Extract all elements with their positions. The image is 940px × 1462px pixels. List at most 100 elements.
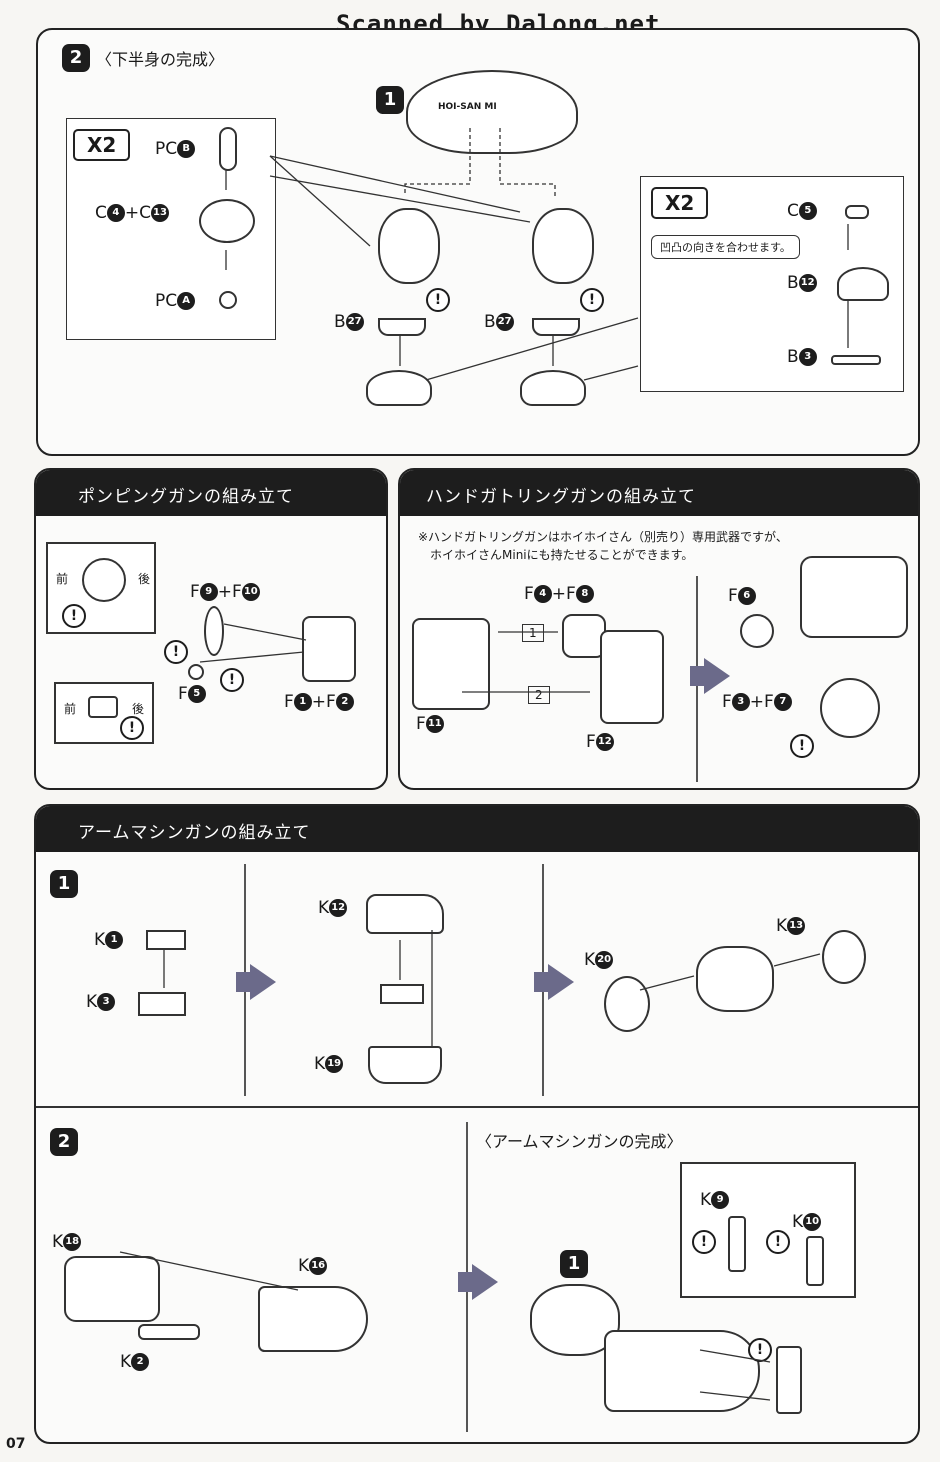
- hip-assembly-left: [378, 208, 440, 284]
- part-f11-frame: [412, 618, 490, 710]
- part-f5-pin: [188, 664, 204, 680]
- next-arrow: [548, 964, 574, 1000]
- warning-icon: !: [426, 288, 450, 312]
- divider: [36, 1106, 918, 1108]
- part-k1k3-assembly: [380, 984, 424, 1004]
- multiplier-x2: X2: [73, 129, 131, 161]
- shoe-left: [366, 370, 432, 406]
- front-label: 前: [56, 572, 69, 586]
- part-b12-shoe: [837, 267, 889, 301]
- part-b27-right: [532, 318, 580, 336]
- step-2-badge: 2: [62, 44, 90, 72]
- hand-gatling-header: ハンドガトリングガンの組み立て: [400, 470, 918, 516]
- part-k19-base: [368, 1046, 442, 1084]
- shoe-right: [520, 370, 586, 406]
- alignment-note: 凹凸の向きを合わせます。: [651, 235, 800, 259]
- next-arrow: [250, 964, 276, 1000]
- doll-skirt: HOI-SAN MI: [406, 70, 578, 154]
- hand-gatling-panel: ハンドガトリングガンの組み立て ※ハンドガトリングガンはホイホイさん（別売り）専…: [398, 468, 920, 790]
- part-k1: [146, 930, 186, 950]
- part-k20-cap: [604, 976, 650, 1032]
- lower-body-heading: 〈下半身の完成〉: [96, 50, 225, 69]
- part-k18-bracket: [64, 1256, 160, 1322]
- part-k10: [806, 1236, 824, 1286]
- part-k12-cover: [366, 894, 444, 934]
- next-arrow-bar: [458, 1272, 472, 1292]
- step-2-badge: 2: [50, 1128, 78, 1156]
- multiplier-x2: X2: [651, 187, 709, 219]
- part-drum-housing: [696, 946, 774, 1012]
- step-2-hexagon: 2: [528, 686, 550, 704]
- part-k3: [138, 992, 186, 1016]
- warning-icon: !: [580, 288, 604, 312]
- part-k9-k10-final: [776, 1346, 802, 1414]
- doll-print: HOI-SAN MI: [438, 102, 497, 112]
- gatling-note-1: ※ハンドガトリングガンはホイホイさん（別売り）専用武器ですが、: [418, 530, 788, 544]
- front-label: 前: [64, 702, 77, 716]
- pumping-gun-header: ポンピングガンの組み立て: [36, 470, 386, 516]
- step-1-hexagon: 1: [522, 624, 544, 642]
- part-f12-body: [600, 630, 664, 724]
- warning-icon: !: [766, 1230, 790, 1254]
- front-back-inset-1: 前 後 !: [46, 542, 156, 634]
- warning-icon: !: [790, 734, 814, 758]
- warning-icon: !: [220, 668, 244, 692]
- step-1-badge: 1: [50, 870, 78, 898]
- back-label: 後: [132, 702, 145, 716]
- step-1-marker: 1: [560, 1250, 588, 1278]
- warning-icon: !: [164, 640, 188, 664]
- hip-assembly-right: [532, 208, 594, 284]
- part-gatling-assembled: [800, 556, 908, 638]
- warning-icon: !: [748, 1338, 772, 1362]
- warning-icon: !: [120, 716, 144, 740]
- part-f9-wheel: [204, 606, 224, 656]
- part-f6-barrel: [740, 614, 774, 648]
- arm-machinegun-complete: 〈アームマシンガンの完成〉: [476, 1132, 683, 1151]
- part-b27-left: [378, 318, 426, 336]
- part-k9: [728, 1216, 746, 1272]
- part-k13-disc: [822, 930, 866, 984]
- part-num-b: B: [177, 140, 196, 158]
- part-k2-pin: [138, 1324, 200, 1340]
- block-part: [88, 696, 118, 718]
- part-c5-ribbon: [845, 205, 869, 219]
- part-pumping-gun-body: [302, 616, 356, 682]
- front-back-inset-2: 前 後 !: [54, 682, 154, 744]
- part-final-gun: [604, 1330, 760, 1412]
- back-label: 後: [138, 572, 151, 586]
- next-arrow: [704, 658, 730, 694]
- arm-machinegun-header: アームマシンガンの組み立て: [36, 806, 918, 852]
- warning-icon: !: [62, 604, 86, 628]
- next-arrow-bar: [236, 972, 250, 992]
